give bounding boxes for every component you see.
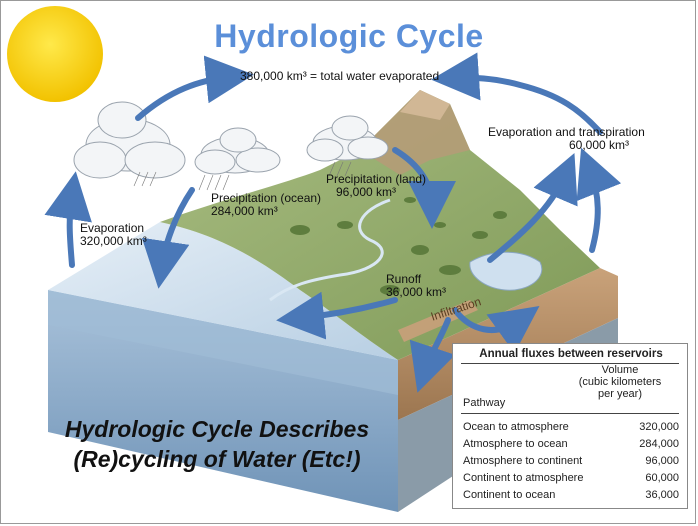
table-row: Atmosphere to continent 96,000 [463, 455, 681, 471]
volume-header-line-2: (cubic kilometers [578, 376, 662, 388]
groundwater-arrow [409, 317, 456, 393]
rain-middle [198, 174, 230, 191]
table-title: Annual fluxes between reservoirs [479, 348, 663, 360]
caption: Hydrologic Cycle Describes (Re)cycling o… [22, 414, 412, 474]
precipitation-ocean-arrow [141, 187, 195, 289]
caption-line-1: Hydrologic Cycle Describes [64, 416, 370, 442]
table-cell-volume: 60,000 [645, 472, 679, 484]
table-rule-top [461, 363, 679, 364]
flow-arrows [44, 52, 622, 393]
precip-land-value: 96,000 km³ [336, 185, 397, 199]
runoff-label: Runoff [386, 272, 422, 286]
evaporation-value: 320,000 km³ [80, 234, 147, 248]
table-cell-pathway: Ocean to atmosphere [463, 421, 569, 433]
precipitation-land-arrow [392, 147, 456, 229]
table-cell-volume: 96,000 [645, 455, 679, 467]
table-rule-header [461, 413, 679, 414]
total-evaporated-label: 380,000 km³ = total water evaporated [240, 69, 440, 83]
evaporation-to-total-arrow [135, 55, 254, 121]
evaporation-label: Evaporation [80, 221, 145, 235]
river [269, 198, 391, 302]
vegetation [290, 197, 507, 295]
evap-transpiration-value: 60,000 km³ [569, 138, 630, 152]
page-title: Hydrologic Cycle [214, 18, 484, 54]
transpiration-arrow [487, 152, 578, 263]
table-row: Continent to atmosphere 60,000 [463, 472, 681, 488]
precip-ocean-value: 284,000 km³ [211, 204, 278, 218]
volume-header-line-1: Volume [601, 364, 639, 376]
table-cell-volume: 284,000 [639, 438, 679, 450]
evap-transpiration-label: Evaporation and transpiration [488, 125, 645, 139]
infiltration-loop-arrow [452, 305, 540, 354]
table-cell-pathway: Continent to atmosphere [463, 472, 584, 484]
runoff-value: 36,000 km³ [386, 285, 447, 299]
rain-right [328, 161, 352, 177]
table-cell-pathway: Atmosphere to ocean [463, 438, 568, 450]
cloud-right-icon [306, 115, 389, 162]
fluxes-table: Annual fluxes between reservoirs Volume … [452, 343, 688, 509]
caption-line-2: (Re)cycling of Water (Etc!) [73, 446, 361, 472]
rain-left [133, 171, 157, 187]
table-cell-pathway: Continent to ocean [463, 489, 556, 501]
table-row: Atmosphere to ocean 284,000 [463, 438, 681, 454]
volume-header-line-3: per year) [597, 388, 643, 400]
table-cell-volume: 36,000 [645, 489, 679, 501]
precip-ocean-label: Precipitation (ocean) [211, 191, 322, 205]
table-header-volume: Volume (cubic kilometers per year) [565, 364, 675, 400]
evaporation-lake-arrow [576, 147, 622, 253]
precip-land-label: Precipitation (land) [326, 172, 427, 186]
table-cell-pathway: Atmosphere to continent [463, 455, 583, 467]
evap-transpiration-to-total-arrow [431, 52, 603, 135]
sun-icon [7, 6, 103, 102]
table-header-pathway: Pathway [463, 397, 506, 409]
table-cell-volume: 320,000 [639, 421, 679, 433]
runoff-arrow [276, 291, 398, 340]
land-surface [160, 90, 600, 360]
cloud-left-icon [73, 101, 186, 179]
table-row: Ocean to atmosphere 320,000 [463, 421, 681, 437]
table-row: Continent to ocean 36,000 [463, 489, 681, 505]
evaporation-arrow [44, 171, 92, 268]
cloud-middle-icon [194, 127, 281, 175]
